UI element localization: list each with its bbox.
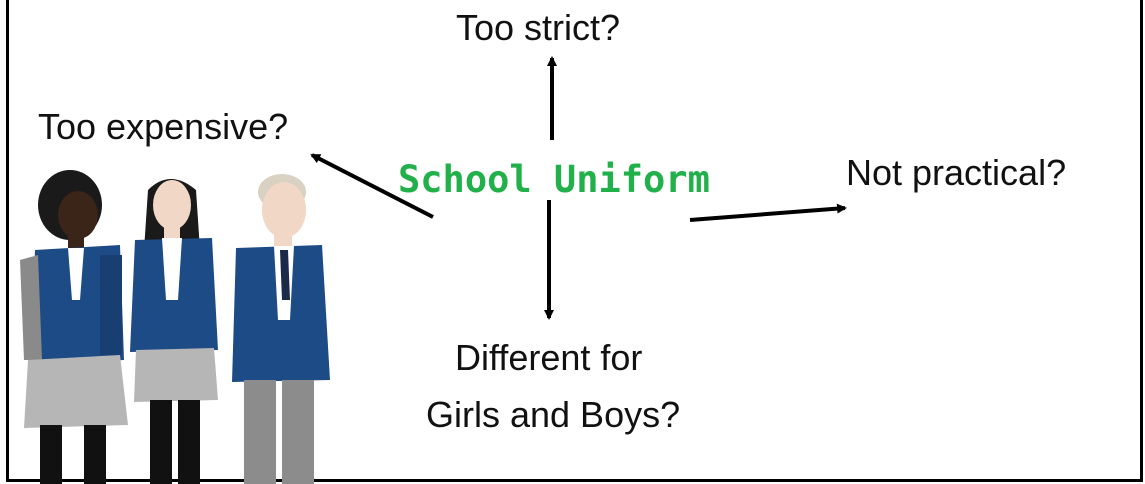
student-girl-1 <box>20 170 128 484</box>
student-boy <box>232 174 330 484</box>
slide-frame <box>6 0 1143 482</box>
branch-not-practical: Not practical? <box>846 152 1067 193</box>
center-topic: School Uniform <box>398 158 710 201</box>
branch-too-expensive: Too expensive? <box>38 106 289 147</box>
arrow-right <box>689 203 847 222</box>
students-group <box>20 170 330 484</box>
branch-different-line1: Different for <box>455 337 643 378</box>
branch-too-strict: Too strict? <box>456 7 621 48</box>
branch-different-line2: Girls and Boys? <box>426 394 681 435</box>
student-girl-2 <box>130 179 218 484</box>
arrow-left <box>310 153 434 219</box>
